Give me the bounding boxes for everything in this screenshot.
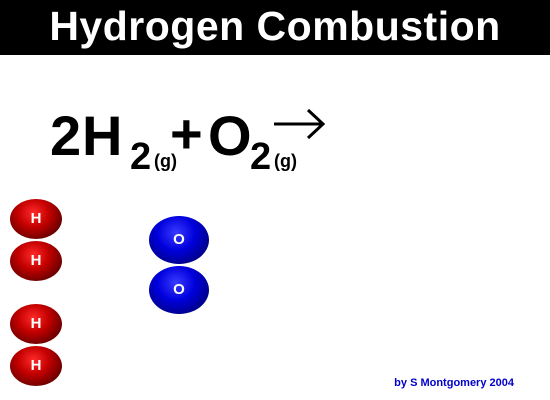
equation-hydrogen-state: (g) — [154, 151, 177, 171]
page-title: Hydrogen Combustion — [49, 3, 501, 49]
reaction-arrow-icon — [274, 108, 326, 140]
hydrogen-atom: H — [10, 199, 62, 239]
equation-oxygen-symbol: O — [208, 104, 252, 167]
equation-coefficient: 2 — [50, 104, 82, 167]
equation-oxygen-subscript: 2 — [250, 136, 272, 178]
equation-hydrogen-symbol: H — [82, 104, 123, 167]
equation-oxygen-state: (g) — [274, 151, 297, 171]
hydrogen-atom: H — [10, 304, 62, 344]
equation-hydrogen-subscript: 2 — [130, 136, 152, 178]
oxygen-atom: O — [149, 216, 209, 264]
equation-plus-sign: + — [170, 102, 203, 165]
hydrogen-atom: H — [10, 241, 62, 281]
oxygen-atom: O — [149, 266, 209, 314]
author-credit: by S Montgomery 2004 — [394, 377, 514, 389]
hydrogen-atom: H — [10, 346, 62, 386]
title-bar — [0, 0, 550, 55]
